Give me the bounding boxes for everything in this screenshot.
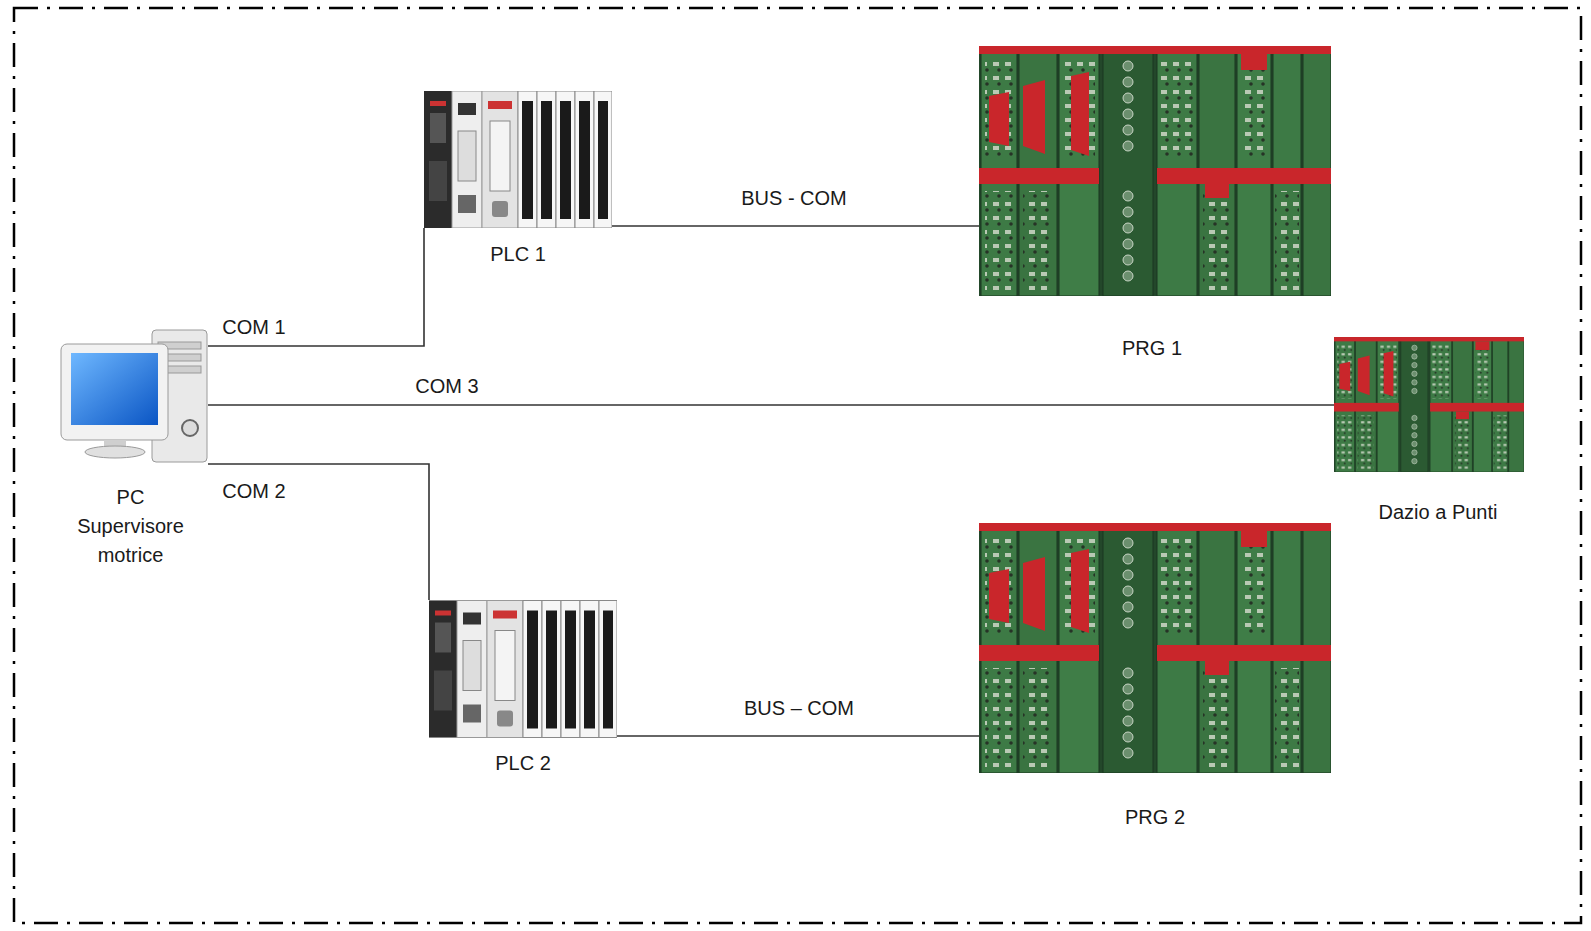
port-label: BUS - COM [738, 186, 850, 210]
port-label: BUS – COM [741, 696, 857, 720]
pc-supervisor: PC Supervisore motrice [61, 330, 208, 467]
port-label: COM 3 [412, 374, 481, 398]
device-label: Dazio a Punti [1379, 498, 1498, 527]
device-label: PRG 1 [1122, 334, 1182, 363]
device-label: PC Supervisore motrice [71, 483, 191, 570]
device-label: PLC 2 [495, 749, 551, 778]
com-line [208, 404, 1334, 406]
com-line [208, 464, 429, 600]
plc-unit: PLC 1 [424, 91, 612, 228]
plc-unit: PLC 2 [429, 600, 617, 738]
com-line [617, 735, 979, 737]
card-rack: Dazio a Punti [1334, 337, 1524, 472]
com-line [612, 225, 979, 227]
device-label: PRG 2 [1125, 803, 1185, 832]
com-line [208, 228, 424, 346]
device-label: PLC 1 [490, 240, 546, 269]
card-rack: PRG 2 [979, 523, 1331, 773]
card-rack: PRG 1 [979, 46, 1331, 296]
port-label: COM 2 [219, 479, 288, 503]
port-label: COM 1 [219, 315, 288, 339]
